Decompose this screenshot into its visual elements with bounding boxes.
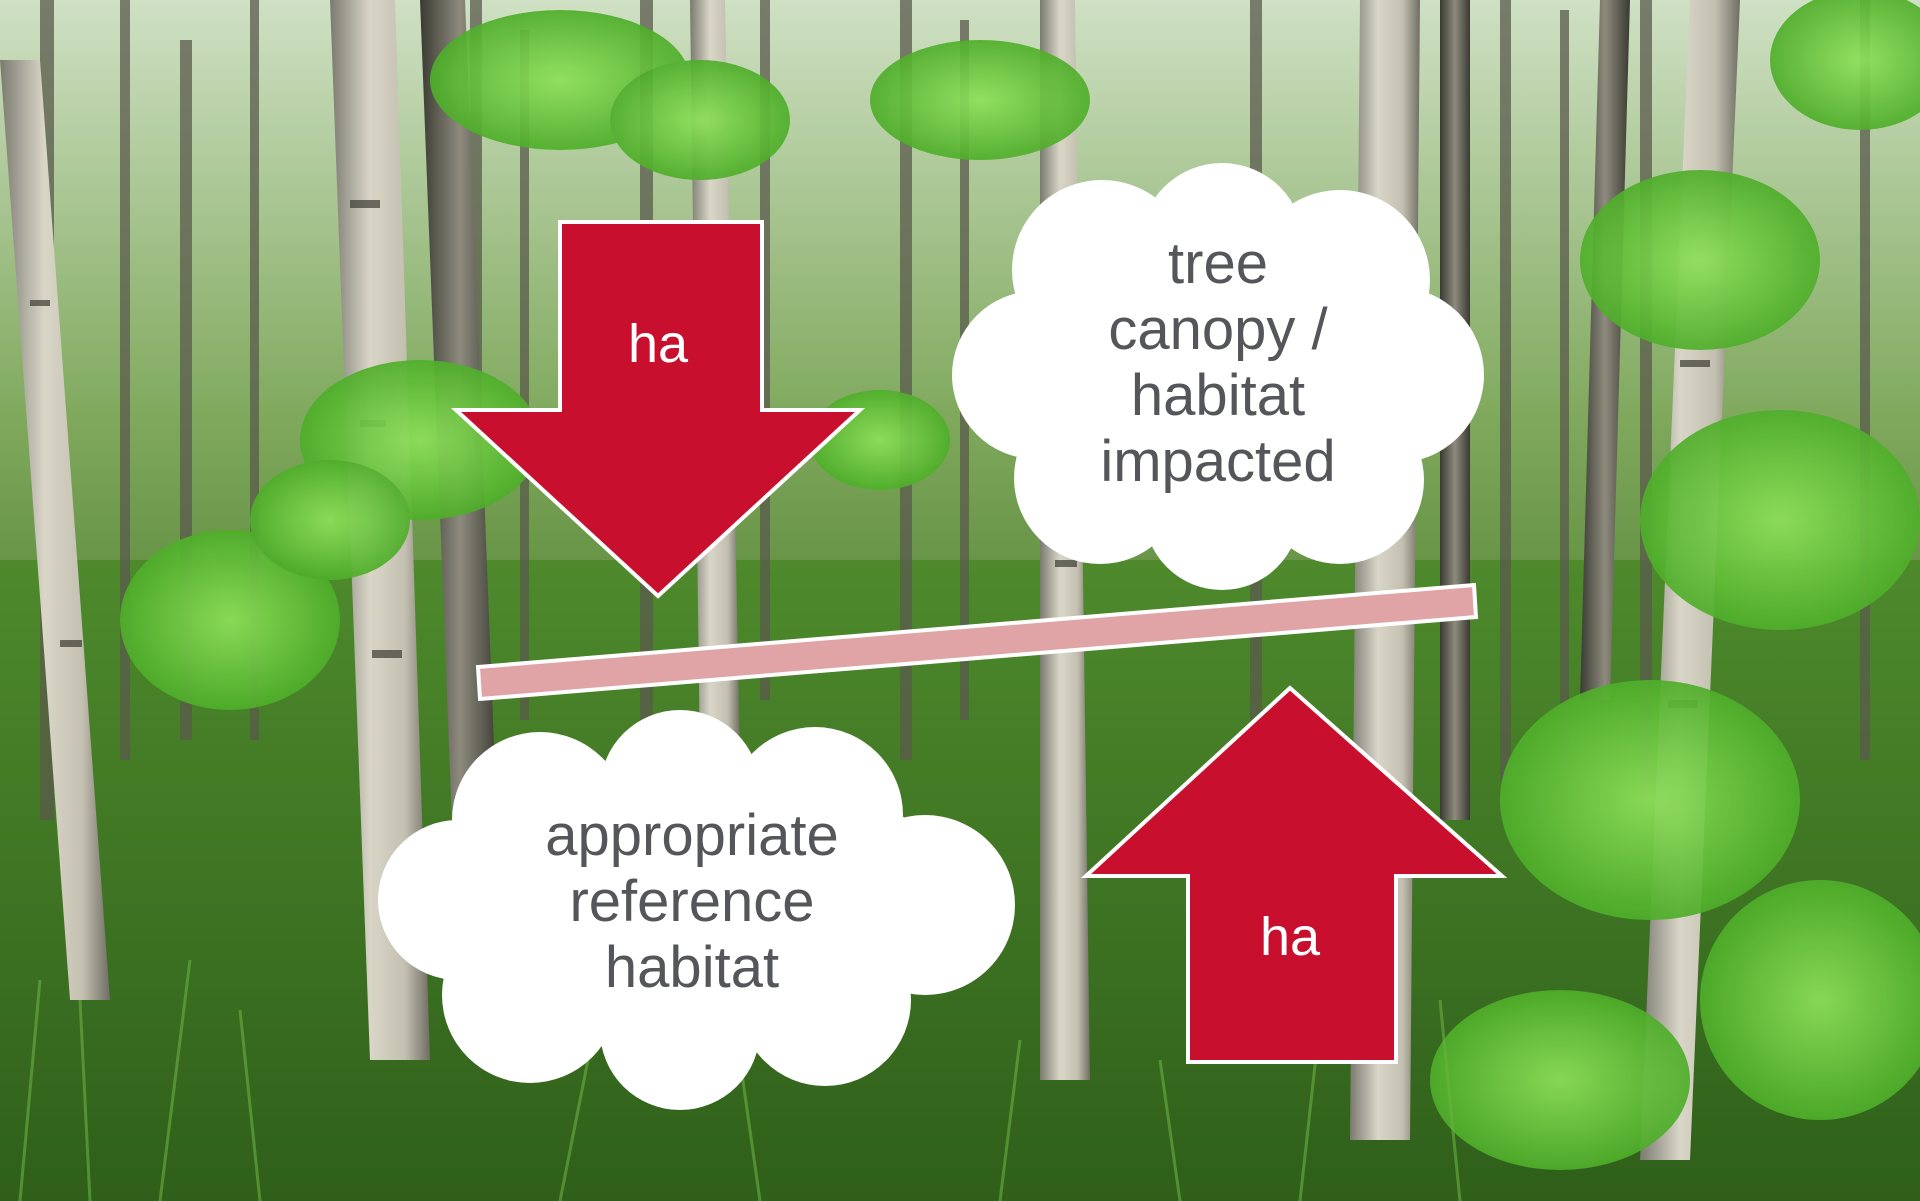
cloud-reference: appropriate reference habitat [378,710,1015,1110]
cloud-impacted-line-1: tree [1168,231,1268,296]
cloud-impacted: tree canopy / habitat impacted [952,163,1484,590]
up-arrow: ha [1080,685,1508,1064]
cloud-reference-line-3: habitat [605,935,779,1000]
cloud-impacted-line-3: habitat [1131,363,1305,428]
balance-bar [475,582,1479,702]
cloud-impacted-line-2: canopy / [1108,297,1328,362]
cloud-reference-line-1: appropriate [545,803,838,868]
up-arrow-label: ha [1260,907,1321,967]
cloud-reference-line-2: reference [569,869,814,934]
down-arrow-label: ha [628,314,689,374]
cloud-impacted-line-4: impacted [1100,429,1335,494]
down-arrow: ha [450,220,866,599]
